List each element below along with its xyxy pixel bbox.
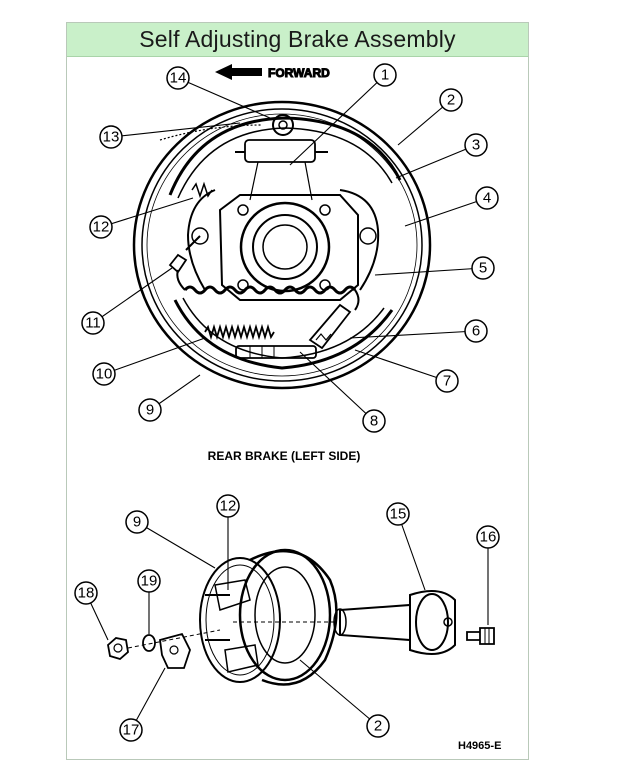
parking-brake-lever: [168, 253, 188, 274]
callout-13: 13: [103, 129, 120, 146]
callout-12: 12: [93, 219, 110, 236]
adjuster-screw: [235, 345, 317, 359]
page-title: Self Adjusting Brake Assembly: [139, 26, 456, 52]
forward-arrow-icon: [215, 64, 262, 80]
backing-plate: [132, 100, 432, 390]
bottom-diagram: [74, 494, 500, 742]
callout-10: 10: [96, 366, 113, 383]
adjuster-spring: [204, 323, 275, 341]
adjuster-cable: [159, 124, 263, 141]
hub-flange: [218, 194, 359, 301]
title-bar: Self Adjusting Brake Assembly: [67, 23, 528, 57]
nut: [107, 637, 129, 661]
callout-b-2: 2: [374, 718, 382, 735]
callout-b-18: 18: [78, 585, 95, 602]
callout-b-16: 16: [480, 529, 497, 546]
callout-4: 4: [483, 190, 491, 207]
leaders-top: [92, 74, 488, 422]
callout-14: 14: [170, 70, 187, 87]
callouts-top: [81, 63, 499, 433]
diagram-caption: REAR BRAKE (LEFT SIDE): [208, 449, 361, 463]
callout-11: 11: [85, 315, 101, 332]
callout-numbers-bottom: 9 12 15 16 18 19 17 2: [78, 498, 497, 739]
callout-b-15: 15: [390, 506, 407, 523]
callout-5: 5: [479, 260, 487, 277]
callout-1: 1: [381, 67, 389, 84]
brake-shoe-upper: [168, 116, 402, 196]
callout-8: 8: [370, 413, 378, 430]
bracket: [159, 632, 191, 669]
callouts-bottom: [74, 494, 500, 742]
upper-spring: [191, 181, 213, 199]
retracting-spring: [183, 285, 357, 295]
top-diagram: FORWARD: [81, 63, 499, 433]
callout-2: 2: [447, 92, 455, 109]
axle-hub: [339, 603, 411, 642]
callout-6: 6: [472, 323, 480, 340]
washer: [142, 634, 156, 652]
callout-b-12: 12: [220, 498, 237, 515]
backing-plate-bottom: [199, 557, 281, 683]
callout-numbers-top: 1 2 3 4 5 6 7 8 9 10 11 12 13 14: [85, 67, 491, 430]
callout-b-17: 17: [123, 722, 140, 739]
figure-code: H4965-E: [458, 740, 501, 752]
callout-9: 9: [146, 402, 154, 419]
callout-b-9: 9: [133, 514, 141, 531]
adjuster-lever: [308, 303, 352, 350]
callout-3: 3: [472, 137, 480, 154]
leaders-bottom: [85, 506, 489, 731]
hub-center: [239, 201, 331, 293]
callout-7: 7: [443, 373, 451, 390]
bolt: [466, 627, 495, 645]
forward-label: FORWARD: [268, 66, 330, 80]
callout-b-19: 19: [141, 573, 158, 590]
